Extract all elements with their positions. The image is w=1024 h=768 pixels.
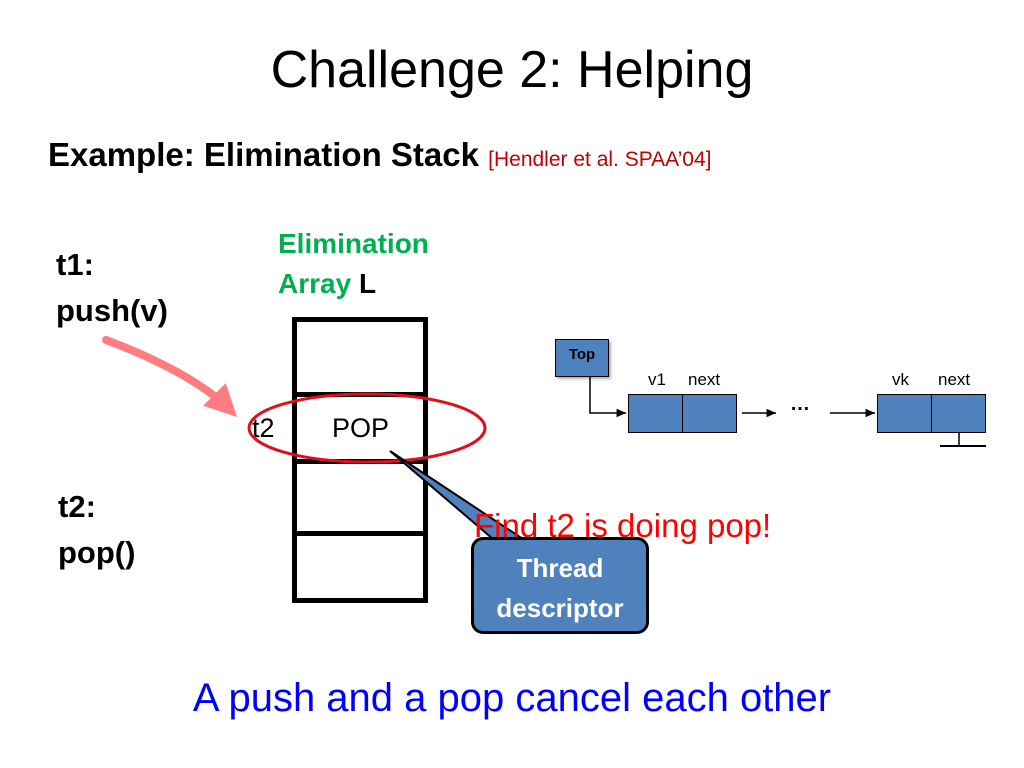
slide-title: Challenge 2: Helping (270, 41, 754, 99)
elimination-array-title: Elimination Array L (278, 224, 429, 304)
top-arrow (589, 377, 626, 418)
thread-descriptor-line1: Thread (516, 553, 604, 583)
t1-name: t1: (56, 247, 94, 282)
thread-descriptor-box: Thread descriptor (471, 537, 649, 634)
node1-next-label: next (688, 370, 721, 389)
ellipsis: … (790, 393, 810, 415)
elimination-array-name: L (358, 268, 377, 299)
top-pointer-box: Top (555, 339, 609, 377)
nodek-value-label: vk (892, 370, 909, 389)
footer-text: A push and a pop cancel each other (192, 676, 832, 720)
cell-op-label: POP (332, 413, 390, 443)
nodek-next-cell (931, 394, 986, 433)
t2-op: pop() (58, 535, 136, 570)
subtitle: Example: Elimination Stack [Hendler et a… (48, 136, 711, 174)
subtitle-text: Example: Elimination Stack (48, 136, 479, 173)
thread-t2-label: t2: pop() (58, 484, 135, 576)
highlight-ellipse (247, 392, 487, 464)
nodek-value-cell (877, 394, 932, 433)
citation: [Hendler et al. SPAA’04] (488, 148, 712, 171)
elimination-title-line2: Array (278, 268, 352, 299)
node1-next-cell (682, 394, 737, 433)
node1-value-cell (628, 394, 683, 433)
elimination-cell-4 (292, 531, 428, 603)
node1-value-label: v1 (648, 370, 666, 389)
nodek-next-label: next (938, 370, 971, 389)
thread-descriptor-line2: descriptor (496, 593, 624, 623)
t2-name: t2: (58, 489, 96, 524)
push-arrow (102, 336, 238, 418)
elimination-title-line1: Elimination (278, 228, 429, 259)
cell-thread-label: t2 (252, 413, 275, 443)
t1-op: push(v) (56, 293, 168, 328)
thread-t1-label: t1: push(v) (56, 242, 168, 334)
